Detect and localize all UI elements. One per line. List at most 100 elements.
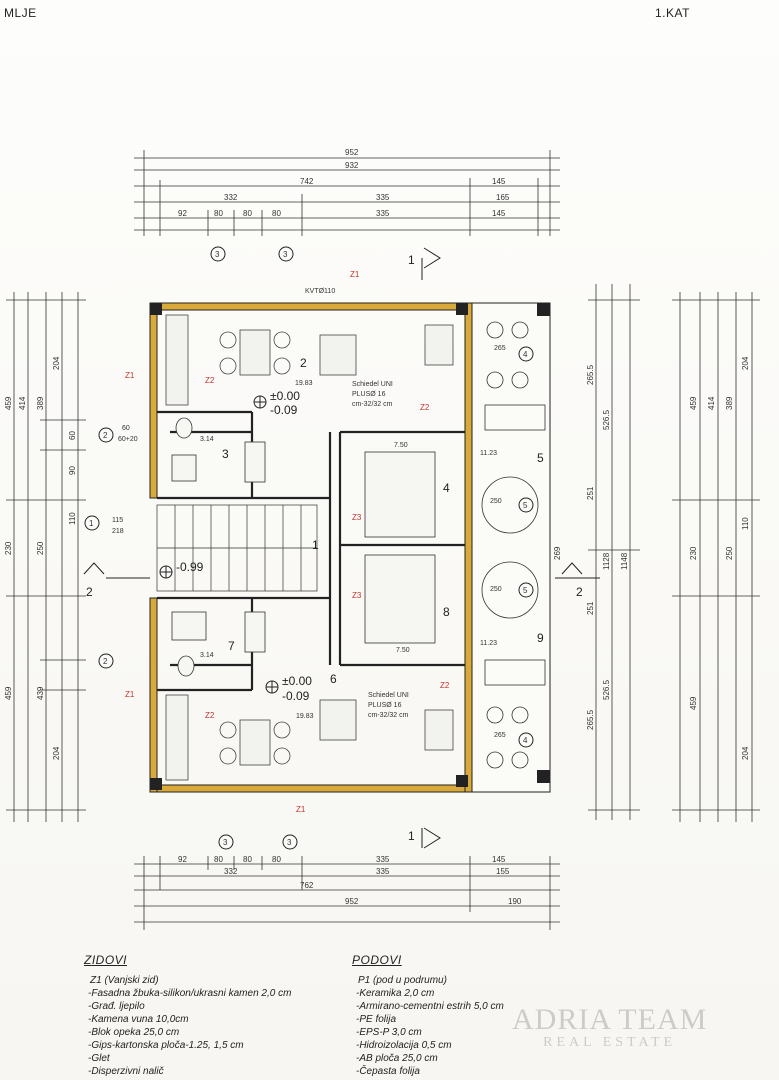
- terrace-outline: [471, 302, 551, 793]
- dim-bot-762: 762: [300, 881, 314, 890]
- window-dim-265b: 265: [494, 732, 506, 739]
- dimension-chain-left: [6, 292, 86, 822]
- dim-right-204: 204: [741, 356, 750, 370]
- legend-floors-item: -EPS-P 3,0 cm: [356, 1027, 422, 1038]
- dim-bot-335b: 335: [376, 867, 390, 876]
- room-number-2: 2: [300, 356, 307, 370]
- section-label-top: 1: [408, 253, 415, 267]
- dim-left-90: 90: [68, 466, 77, 475]
- legend-walls-item: -Glet: [88, 1053, 110, 1064]
- terrace-furniture: [481, 321, 546, 769]
- dim-right-269: 269: [553, 546, 562, 560]
- dim-right-389: 389: [725, 396, 734, 410]
- kitchen-units: [165, 314, 271, 781]
- legend-floors-subtitle: P1 (pod u podrumu): [358, 975, 447, 986]
- section-label-left: 2: [86, 585, 93, 599]
- legend-walls-subtitle: Z1 (Vanjski zid): [90, 975, 159, 986]
- dim-left-459b: 459: [4, 686, 13, 700]
- level-top-value: ±0.00: [270, 389, 300, 403]
- window-dim-60: 60: [122, 425, 130, 432]
- legend-walls-item: -Gips-kartonska ploča-1.25, 1,5 cm: [88, 1040, 244, 1051]
- dim-bot-80b: 80: [243, 855, 252, 864]
- staircase: [156, 504, 318, 592]
- svg-text:Z1: Z1: [350, 270, 360, 279]
- column-bottom: [456, 775, 468, 787]
- dim-right-230: 230: [689, 546, 698, 560]
- svg-text:Z3: Z3: [352, 591, 362, 600]
- dimension-chain-top: [134, 150, 560, 236]
- legend-floors-title: PODOVI: [352, 953, 402, 967]
- beds: [364, 451, 436, 644]
- room-area-9: 11.23: [480, 640, 497, 647]
- room-area-2: 19.83: [295, 380, 313, 387]
- floor-plan: 952 932 742 332 335 145 165 92 80 80 80 …: [4, 148, 760, 930]
- dim-bot-145: 145: [492, 855, 506, 864]
- svg-text:Z2: Z2: [440, 681, 450, 690]
- window-marker-3d: 3: [287, 838, 292, 847]
- dim-top-165: 165: [496, 193, 510, 202]
- dim-right-414: 414: [707, 396, 716, 410]
- wall-type-notes: Z1 Z2 Z1 Z2 Z3 Z3 Z1 Z2 Z2 Z1: [125, 270, 450, 814]
- dim-right-265-5b: 265.5: [586, 709, 595, 730]
- window-marker-2b: 2: [103, 657, 108, 666]
- dim-top-932: 932: [345, 161, 359, 170]
- window-marker-4b: 4: [523, 736, 528, 745]
- watermark: ADRIA TEAM REAL ESTATE: [512, 1003, 707, 1051]
- legend-floors-item: -Keramika 2,0 cm: [356, 988, 435, 999]
- room-number-7: 7: [228, 639, 235, 653]
- dim-top-80c: 80: [272, 209, 281, 218]
- room-number-6: 6: [330, 672, 337, 686]
- dim-right-1148: 1148: [620, 552, 629, 570]
- column-top: [456, 303, 468, 315]
- chimney-bot-line3: cm-32/32 cm: [368, 712, 409, 719]
- dim-left-204b: 204: [52, 746, 61, 760]
- room-number-8: 8: [443, 605, 450, 619]
- dim-right-459b: 459: [689, 696, 698, 710]
- dim-right-251: 251: [586, 486, 595, 500]
- level-top-value2: -0.09: [270, 403, 298, 417]
- legend-walls-item: -Građ. ljepilo: [88, 1001, 145, 1012]
- column-top-left: [150, 303, 162, 315]
- watermark-line2: REAL ESTATE: [543, 1035, 677, 1050]
- dimension-chain-right: [588, 284, 760, 822]
- dim-bot-335: 335: [376, 855, 390, 864]
- dim-right-265-5: 265.5: [586, 364, 595, 385]
- legend-walls-title: ZIDOVI: [84, 953, 128, 967]
- window-marker-3a: 3: [215, 250, 220, 259]
- dim-left-459: 459: [4, 396, 13, 410]
- terrace-pillar-top: [537, 303, 550, 316]
- dim-right-251b: 251: [586, 601, 595, 615]
- window-marker-4a: 4: [523, 350, 528, 359]
- terrace-pillar-bottom: [537, 770, 550, 783]
- window-marker-5a: 5: [523, 501, 528, 510]
- room-number-1: 1: [312, 538, 319, 552]
- chimney-top-line3: cm-32/32 cm: [352, 401, 393, 408]
- dim-left-414: 414: [18, 396, 27, 410]
- chimney-bot-line2: PLUSØ 16: [368, 702, 402, 709]
- svg-text:Z3: Z3: [352, 513, 362, 522]
- dim-top-145b: 145: [492, 209, 506, 218]
- dim-top-335b: 335: [376, 209, 390, 218]
- room-area-4: 7.50: [394, 442, 408, 449]
- interior-walls: [157, 410, 465, 692]
- column-bottom-left: [150, 778, 162, 790]
- dim-left-60: 60: [68, 431, 77, 440]
- room-number-9: 9: [537, 631, 544, 645]
- section-label-bottom: 1: [408, 829, 415, 843]
- dim-left-110: 110: [68, 512, 77, 525]
- window-dim-115: 115: [112, 517, 123, 524]
- room-area-7: 3.14: [200, 652, 214, 659]
- legend-floors-item: -Armirano-cementni estrih 5,0 cm: [356, 1001, 504, 1012]
- room-number-5: 5: [537, 451, 544, 465]
- window-marker-2a: 2: [103, 431, 108, 440]
- dim-bot-190: 190: [508, 897, 522, 906]
- dim-left-204: 204: [52, 356, 61, 370]
- window-dim-250b: 250: [490, 586, 502, 593]
- dim-top-952: 952: [345, 148, 359, 157]
- level-marker-mid: [159, 565, 173, 579]
- section-label-right: 2: [576, 585, 583, 599]
- dim-right-1128: 1128: [602, 552, 611, 570]
- window-dim-250: 250: [490, 498, 502, 505]
- room-number-3: 3: [222, 447, 229, 461]
- legend-walls-item: -Fasadna žbuka-silikon/ukrasni kamen 2,0…: [88, 988, 292, 999]
